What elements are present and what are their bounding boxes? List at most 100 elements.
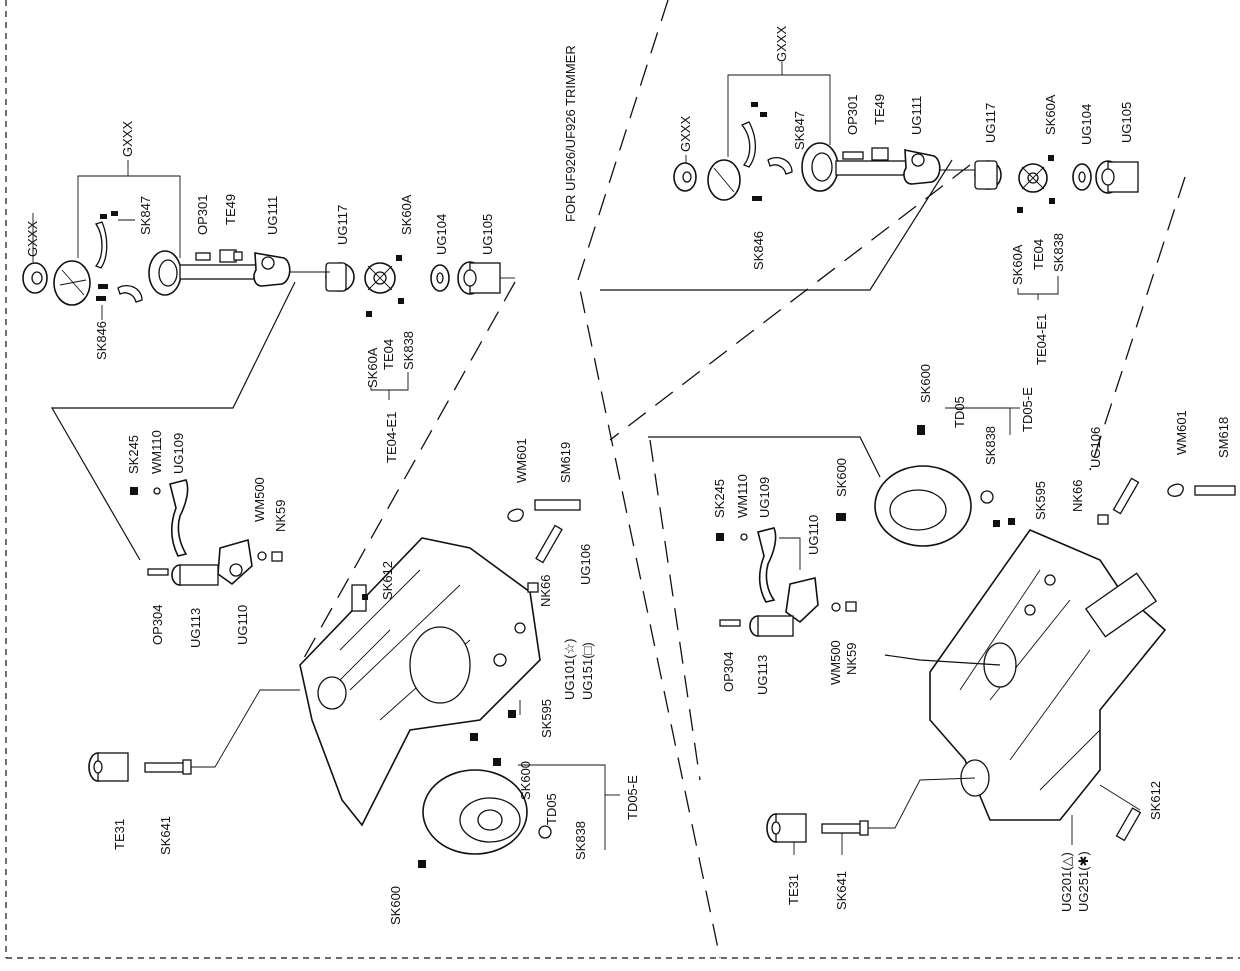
right-label-sk245: SK245 (712, 479, 727, 518)
right-label-ug109: UG109 (757, 477, 772, 518)
left-label-sk60a-bottom: SK60A (365, 347, 380, 388)
right-label-sk641: SK641 (834, 871, 849, 910)
left-label-sk846: SK846 (94, 321, 109, 360)
right-feed-group: SK245 WM110 UG109 UG110 WM500 NK59 OP304… (712, 474, 859, 695)
left-label-wm110: WM110 (149, 430, 164, 474)
left-label-te31: TE31 (112, 819, 127, 850)
right-label-wm500: WM500 (828, 640, 843, 685)
left-ug110-part (217, 538, 253, 586)
left-hook-row (22, 211, 515, 317)
left-label-sk60a-top: SK60A (399, 194, 414, 235)
right-label-nk66: NK66 (1070, 479, 1085, 512)
center-divider (577, 0, 721, 959)
right-label-wm110: WM110 (735, 474, 750, 518)
trimmer-note: FOR UF926/UF926 TRIMMER (563, 45, 578, 222)
left-label-ug104: UG104 (434, 214, 449, 255)
left-label-td05: TD05 (544, 793, 559, 825)
left-label-nk66: NK66 (538, 574, 553, 607)
left-label-ug117: UG117 (335, 205, 350, 245)
right-label-ug111: UG111 (909, 96, 924, 135)
right-label-op301: OP301 (845, 95, 860, 135)
left-label-sk600-b: SK600 (388, 886, 403, 925)
right-label-ug105: UG105 (1119, 102, 1134, 143)
right-label-sk838-top: SK838 (1051, 233, 1066, 272)
left-wm601-part (507, 508, 524, 522)
right-label-wm601: WM601 (1174, 410, 1189, 455)
right-label-ug117: UG117 (983, 103, 998, 143)
right-label-te31: TE31 (786, 874, 801, 905)
right-label-ug106: UG106 (1088, 427, 1103, 468)
right-label-sk847: SK847 (792, 111, 807, 150)
left-label-ug151: UG151(□) (580, 642, 595, 700)
right-label-sk600-top: SK600 (918, 364, 933, 403)
left-label-ug113: UG113 (188, 608, 203, 648)
left-label-te04-e1: TE04-E1 (384, 412, 399, 463)
right-wm601-part (1167, 483, 1184, 497)
right-label-sk60a-bottom: SK60A (1010, 244, 1025, 285)
left-label-ug111: UG111 (265, 196, 280, 235)
left-td05-group: SK600 TD05 SK838 TD05-E SK600 (388, 758, 640, 925)
left-assembly: GXXX GXXX SK846 SK847 OP301 TE49 UG111 U… (22, 121, 640, 925)
left-label-sk847: SK847 (138, 196, 153, 235)
right-label-gxxx-a: GXXX (678, 116, 693, 152)
left-label-sk595: SK595 (539, 699, 554, 738)
right-housing: WM601 SM618 NK66 UG106 SK612 UG201(△) UG… (884, 410, 1236, 912)
left-label-op301: OP301 (195, 195, 210, 235)
right-te31-group: TE31 SK641 (766, 777, 976, 910)
left-label-ug109: UG109 (171, 433, 186, 474)
left-label-td05-e: TD05-E (625, 775, 640, 820)
right-label-gxxx-b: GXXX (774, 26, 789, 62)
right-ug109-part (757, 527, 777, 603)
left-label-gxxx-b: GXXX (120, 121, 135, 157)
right-label-td05-e: TD05-E (1020, 387, 1035, 432)
left-projection (50, 281, 296, 561)
left-housing: WM601 SM619 UG106 NK66 SK612 UG101(☆) UG… (299, 438, 595, 827)
right-hook-row (673, 102, 1139, 213)
right-label-ug251: UG251(✱) (1076, 851, 1091, 912)
right-label-sk60a-top: SK60A (1043, 94, 1058, 135)
left-label-wm601: WM601 (514, 438, 529, 483)
left-label-sk612: SK612 (380, 561, 395, 600)
right-label-ug201: UG201(△) (1059, 852, 1074, 912)
left-label-ug110: UG110 (235, 605, 250, 645)
right-label-te04: TE04 (1031, 239, 1046, 270)
right-label-td05: TD05 (952, 396, 967, 428)
left-hook-labels: GXXX GXXX SK846 SK847 OP301 TE49 UG111 U… (25, 121, 495, 463)
right-label-sk846: SK846 (751, 231, 766, 270)
left-label-sm619: SM619 (558, 442, 573, 483)
left-label-ug105: UG105 (480, 214, 495, 255)
right-td05-group: SK600 TD05 SK838 TD05-E SK600 SK595 (834, 364, 1048, 547)
right-label-ug110: UG110 (806, 515, 821, 555)
right-label-te49: TE49 (872, 94, 887, 125)
left-label-op304: OP304 (150, 605, 165, 645)
right-label-ug104: UG104 (1079, 104, 1094, 145)
right-label-nk59: NK59 (844, 642, 859, 675)
right-label-op304: OP304 (721, 652, 736, 692)
left-label-ug106: UG106 (578, 544, 593, 585)
right-hook-labels: GXXX GXXX SK847 OP301 TE49 UG111 UG117 S… (678, 26, 1134, 365)
left-label-ug101: UG101(☆) (562, 638, 577, 700)
right-label-sk600-mid: SK600 (834, 458, 849, 497)
left-label-wm500: WM500 (252, 477, 267, 522)
right-label-sk838-b: SK838 (983, 426, 998, 465)
left-feed-group: SK245 WM110 UG109 WM500 NK59 OP304 UG113… (126, 430, 288, 648)
right-label-te04-e1: TE04-E1 (1034, 314, 1049, 365)
right-label-sm618: SM618 (1216, 417, 1231, 458)
right-projection-top (600, 159, 953, 291)
right-label-sk612: SK612 (1148, 781, 1163, 820)
left-label-sk838-b: SK838 (573, 821, 588, 860)
left-te31-group: TE31 SK641 (88, 689, 300, 855)
left-label-nk59: NK59 (273, 499, 288, 532)
left-label-gxxx-a: GXXX (25, 221, 40, 257)
left-label-sk245: SK245 (126, 435, 141, 474)
right-label-ug113: UG113 (755, 655, 770, 695)
right-label-sk595: SK595 (1033, 481, 1048, 520)
left-ug109-part (169, 479, 189, 557)
right-assembly: GXXX GXXX SK847 OP301 TE49 UG111 UG117 S… (600, 26, 1236, 912)
left-label-sk600-a: SK600 (518, 761, 533, 800)
left-label-sk641: SK641 (158, 816, 173, 855)
left-label-te04: TE04 (381, 339, 396, 370)
right-ug110-part (785, 577, 819, 624)
